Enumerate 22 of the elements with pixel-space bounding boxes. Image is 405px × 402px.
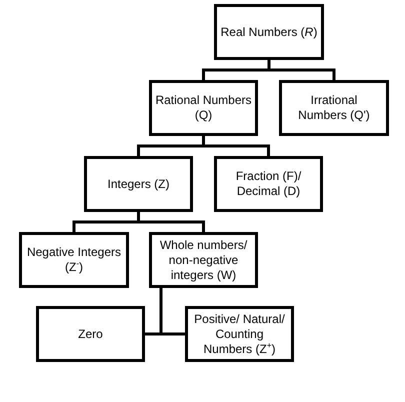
node-label: Rational Numbers (Q) [155,93,252,123]
connector-line [137,212,205,232]
connector-line [268,60,336,80]
category-box [149,80,258,136]
connector-line [160,288,185,336]
category-box [19,232,129,288]
category-box [149,232,258,288]
node-label: Whole numbers/ non-negative integers (W) [158,238,248,282]
category-box [185,306,294,362]
category-box [84,156,193,212]
node-label: Zero [78,326,103,342]
node-label: Positive/ Natural/ Counting Numbers (Z$^{+}$) [193,312,286,356]
node-label: Irrational Numbers (Q') [297,93,371,123]
category-box [214,4,324,60]
node-label: Fraction (F)/ Decimal (D) [234,169,302,199]
category-box [36,306,145,362]
category-box [214,156,323,212]
node-label: Negative Integers (Z$^{-}$) [26,245,122,275]
node-label: Real Numbers (R) [220,24,318,40]
node-label: Integers (Z) [107,176,170,192]
category-box [279,80,389,136]
connector-line [202,136,270,156]
